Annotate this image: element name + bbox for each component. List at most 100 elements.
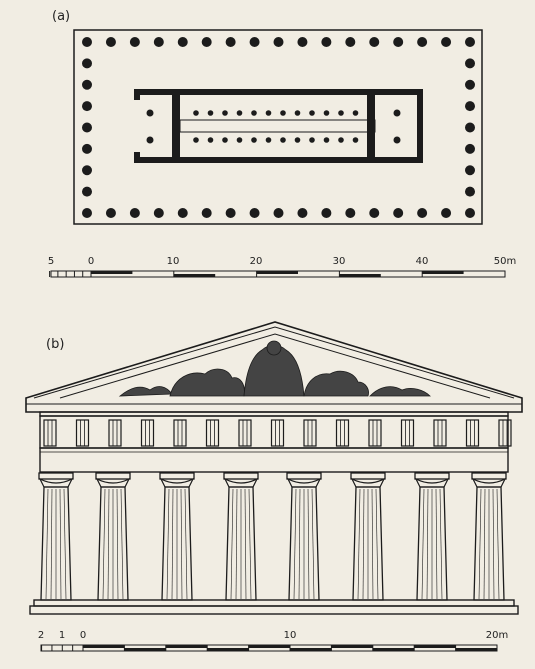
column-flute: [244, 488, 247, 600]
peristyle-column-south: [249, 208, 260, 218]
colonnade: [38, 472, 507, 601]
triglyph: [303, 419, 317, 447]
peristyle-column-north: [417, 37, 428, 47]
cella-column-north: [309, 110, 315, 116]
peristyle-column-north: [297, 37, 308, 47]
column-flute: [45, 488, 49, 600]
column-echinus: [414, 477, 450, 488]
peristyle-column-east: [465, 101, 475, 112]
cella-column-north: [294, 110, 301, 116]
triglyph: [270, 419, 285, 447]
doric-column: [159, 472, 195, 601]
triglyph: [400, 419, 415, 447]
scale-a-segment: [256, 271, 298, 274]
scale-b-tick-1: 1: [59, 630, 65, 641]
peristyle-column-south: [345, 208, 356, 218]
cella-column-north: [338, 110, 344, 116]
column-echinus: [159, 477, 195, 488]
scale-a-segment: [422, 271, 464, 274]
column-flute: [248, 488, 252, 600]
triglyph: [498, 419, 512, 447]
scale-b-segment: [207, 648, 249, 651]
peristyle-column-north: [201, 37, 212, 47]
scale-a-tick-30: 30: [333, 256, 346, 267]
cella-column-north: [323, 110, 330, 116]
cella-column-south: [193, 137, 199, 143]
panel-a-label: (a): [52, 9, 70, 24]
cella-column-south: [323, 137, 330, 143]
scale-a-segment: [339, 274, 381, 277]
triglyph: [108, 419, 122, 447]
triglyphs: [43, 419, 512, 447]
column-flute: [166, 488, 170, 600]
column-echinus: [95, 477, 131, 488]
column-echinus: [223, 477, 259, 488]
peristyle-column-south: [393, 208, 404, 218]
peristyle-column-north: [177, 37, 188, 47]
cella-column-south: [236, 137, 243, 143]
peristyle-column-east: [465, 58, 475, 69]
peristyle-columns: [82, 37, 475, 218]
porch-column: [146, 136, 154, 144]
triglyph: [368, 419, 382, 447]
scale-b-bar: [40, 644, 498, 652]
scale-a-tick-20: 20: [250, 256, 263, 267]
column-echinus: [350, 477, 386, 488]
column-flute: [311, 488, 315, 600]
sculpture-gorgon-head: [266, 340, 282, 356]
sculpture-left-corner: [118, 386, 173, 397]
scale-b-segment: [83, 645, 125, 648]
sculpture-right-beast: [303, 370, 369, 397]
scale-a-segment: [173, 274, 216, 277]
temple-plan: [73, 29, 483, 225]
triglyph: [433, 419, 447, 447]
peristyle-column-east: [465, 122, 475, 133]
peristyle-column-west: [82, 186, 92, 197]
cella-column-south: [294, 137, 301, 143]
column-abacus: [38, 472, 74, 480]
column-abacus: [350, 472, 386, 480]
cella-column-north: [265, 110, 272, 116]
peristyle-column-north: [105, 37, 116, 47]
peristyle-column-west: [82, 122, 92, 133]
peristyle-column-south: [105, 208, 116, 218]
sculpture-right-corner: [369, 386, 431, 397]
peristyle-column-north: [153, 37, 164, 47]
peristyle-column-north: [345, 37, 356, 47]
doric-column: [95, 472, 131, 601]
peristyle-column-south: [153, 208, 164, 218]
doric-column: [286, 472, 322, 601]
triglyph: [140, 419, 155, 447]
column-flute: [375, 488, 379, 600]
scale-a-tick-0: 0: [88, 256, 94, 267]
cella-column-south: [338, 137, 344, 143]
column-flute: [371, 488, 374, 600]
cella-east-wall: [417, 89, 423, 163]
cella-column-north: [352, 110, 359, 116]
cella-column-south: [280, 137, 286, 143]
porch-column: [146, 109, 154, 117]
porch-column: [393, 109, 401, 117]
peristyle-column-east: [465, 79, 475, 90]
scale-b-segment: [165, 645, 208, 648]
peristyle-column-south: [129, 208, 140, 218]
column-flute: [439, 488, 443, 600]
peristyle-column-south: [297, 208, 308, 218]
tympanum-edge: [59, 333, 491, 399]
cella-column-north: [193, 110, 199, 116]
column-abacus: [95, 472, 131, 480]
column-flute: [184, 488, 188, 600]
peristyle-column-south: [369, 208, 380, 218]
cella-column-south: [352, 137, 359, 143]
doric-column: [38, 472, 74, 601]
cella-column-north: [251, 110, 257, 116]
scale-b-tick-20m: 20m: [486, 630, 508, 641]
scale-b-segment: [372, 648, 415, 651]
peristyle-column-south: [225, 208, 236, 218]
peristyle-column-north: [249, 37, 260, 47]
raking-cornice-mid: [33, 326, 515, 399]
cella-column-north: [207, 110, 214, 116]
triglyph: [75, 419, 90, 447]
scale-b-segment: [455, 648, 497, 651]
